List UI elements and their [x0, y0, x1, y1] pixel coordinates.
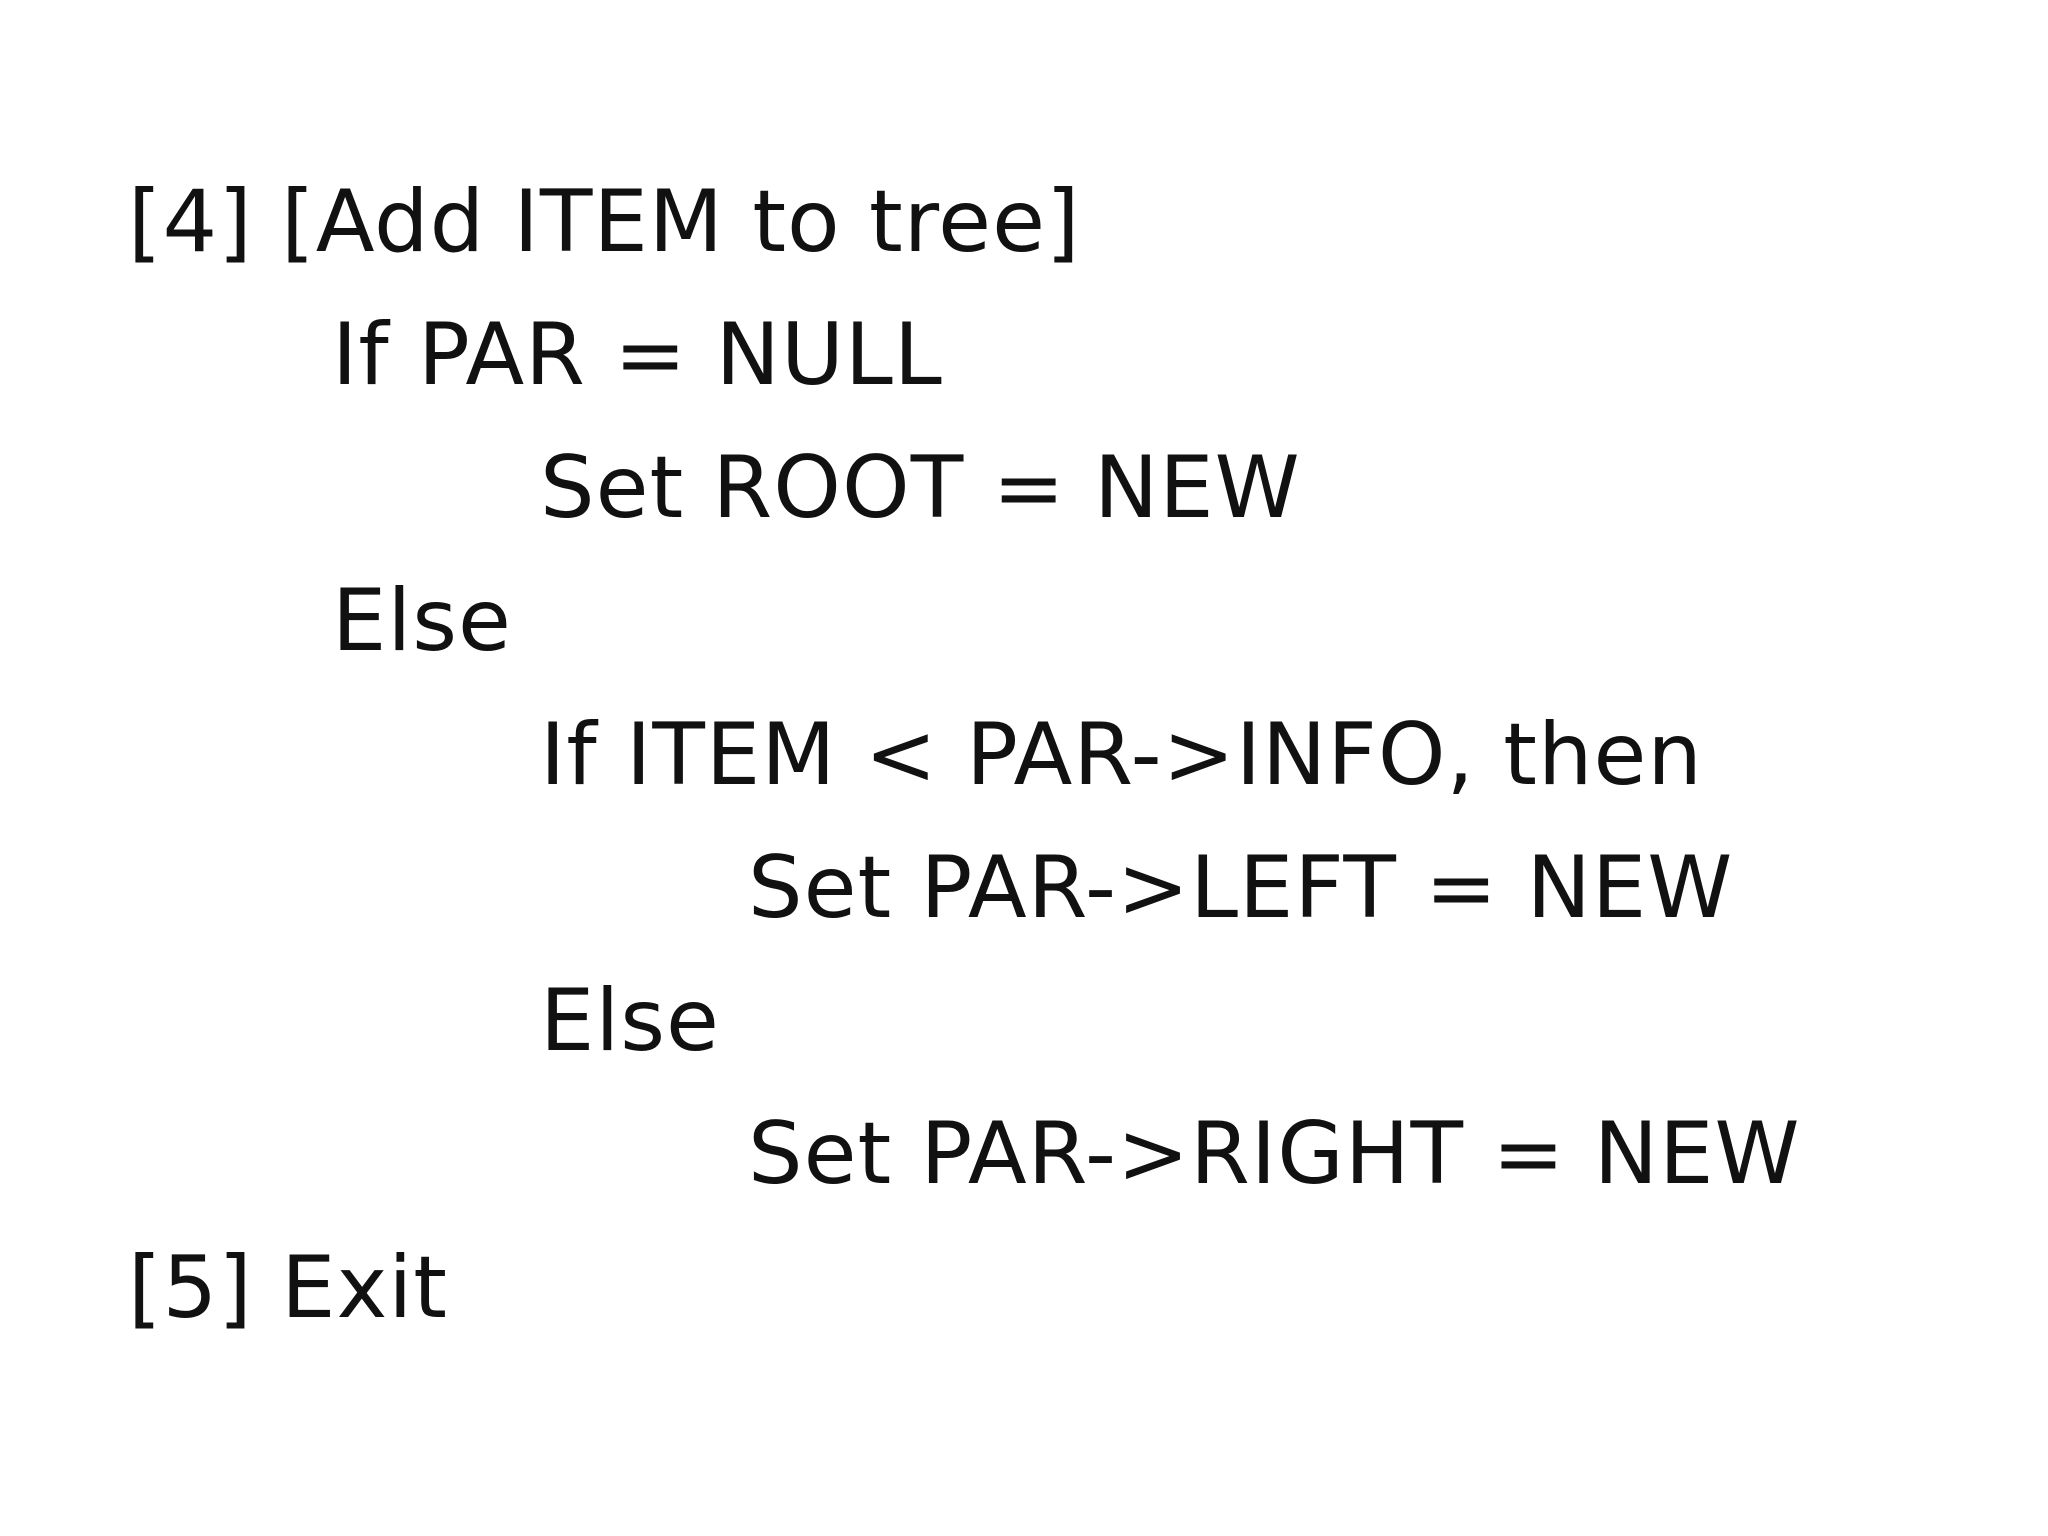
else-inner-line: Else — [540, 971, 720, 1071]
if-item-less-line: If ITEM < PAR->INFO, then — [540, 705, 1703, 805]
set-left-line: Set PAR->LEFT = NEW — [748, 838, 1734, 938]
else-outer-line: Else — [332, 571, 512, 671]
set-right-line: Set PAR->RIGHT = NEW — [748, 1104, 1801, 1204]
if-par-null-line: If PAR = NULL — [332, 305, 943, 405]
step-4-heading: [4] [Add ITEM to tree] — [128, 172, 1081, 272]
set-root-line: Set ROOT = NEW — [540, 438, 1301, 538]
step-5-exit: [5] Exit — [128, 1238, 449, 1338]
